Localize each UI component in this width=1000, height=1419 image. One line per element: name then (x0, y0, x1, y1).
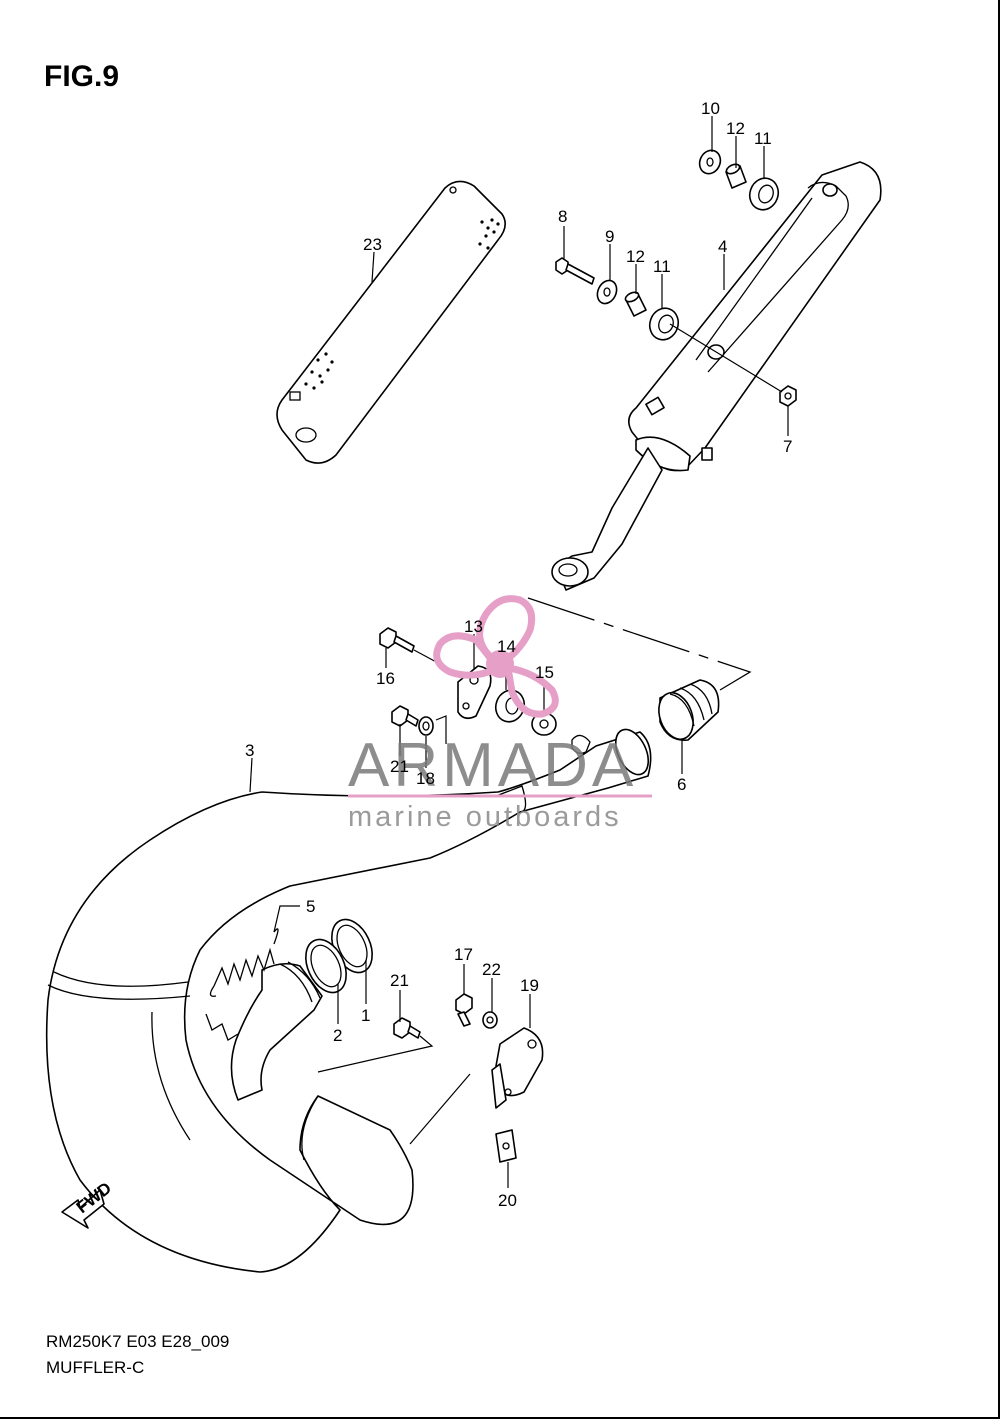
part-13-bracket[interactable] (457, 665, 492, 720)
part-21-bolt-lower[interactable] (393, 1017, 421, 1039)
part-18-washer[interactable] (418, 716, 434, 736)
part-8-bolt[interactable] (555, 257, 595, 285)
callout-21-lower[interactable]: 21 (390, 971, 409, 990)
watermark-brand: ARMADA (348, 731, 637, 800)
part-10-washer[interactable] (696, 147, 724, 177)
part-4-silencer[interactable] (551, 161, 882, 591)
callout-13[interactable]: 13 (464, 617, 483, 636)
callout-12-lower[interactable]: 12 (626, 247, 645, 266)
callout-22[interactable]: 22 (482, 960, 501, 979)
callout-14[interactable]: 14 (497, 637, 516, 656)
callout-6[interactable]: 6 (677, 775, 686, 794)
part-7-nut[interactable] (779, 385, 797, 407)
fwd-arrow-icon: FWD (61, 1178, 115, 1229)
part-21-bolt-upper[interactable] (391, 705, 419, 727)
diagram-caption: MUFFLER-C (46, 1358, 145, 1377)
callout-9[interactable]: 9 (605, 227, 614, 246)
watermark: ARMADA marine outboards (348, 595, 652, 833)
callout-15[interactable]: 15 (535, 663, 554, 682)
part-11-grommet-upper[interactable] (745, 174, 782, 214)
part-11-grommet-lower[interactable] (645, 304, 682, 344)
callout-18[interactable]: 18 (416, 769, 435, 788)
callout-23[interactable]: 23 (363, 235, 382, 254)
figure-title: FIG.9 (44, 60, 120, 93)
callout-16[interactable]: 16 (376, 669, 395, 688)
part-3-expansion-chamber[interactable] (45, 724, 655, 1273)
callout-4[interactable]: 4 (718, 237, 727, 256)
part-6-connector[interactable] (653, 679, 720, 744)
callout-5[interactable]: 5 (306, 897, 315, 916)
callout-12-upper[interactable]: 12 (726, 119, 745, 138)
watermark-tagline: marine outboards (348, 801, 622, 833)
part-5-spring[interactable] (205, 928, 279, 1041)
callout-11-lower[interactable]: 11 (653, 257, 671, 276)
callout-10[interactable]: 10 (701, 99, 720, 118)
part-17-bolt[interactable] (455, 993, 473, 1027)
propeller-logo-icon (433, 595, 559, 718)
part-12-collar-lower[interactable] (624, 290, 647, 317)
callout-19[interactable]: 19 (520, 976, 539, 995)
callout-1[interactable]: 1 (361, 1006, 370, 1025)
callout-3[interactable]: 3 (245, 741, 254, 760)
part-23-heat-shield[interactable] (276, 180, 506, 464)
callouts: 23 10 12 11 8 9 12 11 4 7 13 14 15 16 21… (245, 99, 792, 1210)
part-19-bracket[interactable] (491, 1027, 544, 1109)
part-20-clip-nut[interactable] (495, 1129, 517, 1163)
diagram-code: RM250K7 E03 E28_009 (46, 1332, 230, 1351)
part-16-bolt[interactable] (379, 627, 415, 653)
callout-20[interactable]: 20 (498, 1191, 517, 1210)
callout-21-upper[interactable]: 21 (390, 757, 409, 776)
part-22-washer[interactable] (482, 1011, 498, 1029)
callout-2[interactable]: 2 (333, 1026, 342, 1045)
callout-7[interactable]: 7 (783, 437, 792, 456)
part-9-washer[interactable] (594, 277, 620, 306)
callout-11-upper[interactable]: 11 (754, 129, 772, 148)
callout-8[interactable]: 8 (558, 207, 567, 226)
callout-17[interactable]: 17 (454, 945, 473, 964)
